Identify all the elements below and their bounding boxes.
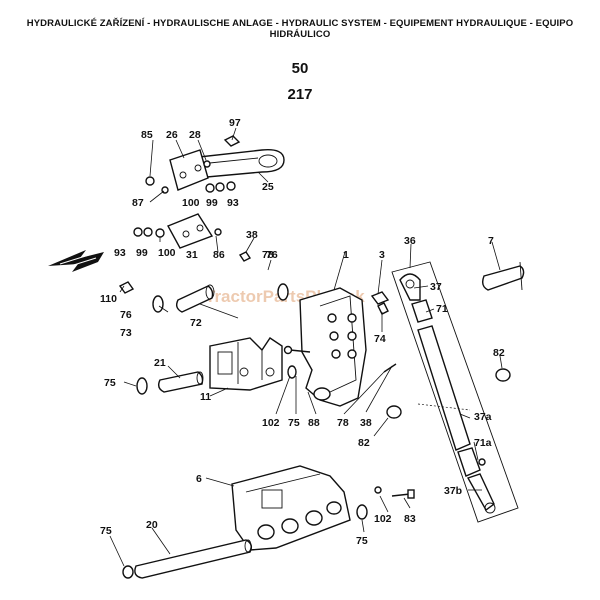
- callout-26: 26: [166, 129, 178, 141]
- part-75-ring-c: [356, 504, 368, 520]
- callout-76: 76: [266, 249, 278, 261]
- part-6-housing: [231, 465, 351, 551]
- callout-76-b: 76: [120, 309, 132, 321]
- callout-85: 85: [141, 129, 153, 141]
- part-21-pin: [157, 371, 204, 393]
- page-title-line1: HYDRAULICKÉ ZAŘÍZENÍ - HYDRAULISCHE ANLA…: [26, 18, 574, 29]
- callout-83: 83: [404, 513, 416, 525]
- callout-75: 75: [104, 377, 116, 389]
- callout-93: 93: [227, 197, 239, 209]
- callout-88: 88: [308, 417, 320, 429]
- page-title-line2: HIDRÁULICO: [269, 29, 331, 40]
- callout-75-d: 75: [100, 525, 112, 537]
- callout-37: 37: [430, 281, 442, 293]
- part-75-ring: [136, 377, 148, 395]
- fastener-group-top: [118, 135, 252, 294]
- callout-21: 21: [154, 357, 166, 369]
- part-82-washer-b: [495, 368, 511, 382]
- callout-20: 20: [146, 519, 158, 531]
- callout-78-b: 78: [337, 417, 349, 429]
- part-25-lever: [189, 149, 285, 179]
- callout-71a: 71a: [474, 437, 492, 449]
- callout-37b: 37b: [444, 485, 462, 497]
- part-31-bracket: [167, 213, 214, 249]
- callout-100-b: 100: [158, 247, 176, 259]
- callout-3: 3: [379, 249, 385, 261]
- callout-99-b: 99: [136, 247, 148, 259]
- leader-lines: [109, 127, 503, 567]
- part-75-ring-d: [122, 565, 134, 579]
- part-76-ring-b: [277, 283, 289, 301]
- callout-37a: 37a: [474, 411, 492, 423]
- page-title: HYDRAULICKÉ ZAŘÍZENÍ - HYDRAULISCHE ANLA…: [0, 18, 600, 40]
- callout-1: 1: [343, 249, 349, 261]
- callout-87: 87: [132, 197, 144, 209]
- direction-arrow-icon: [48, 250, 104, 272]
- callout-6: 6: [196, 473, 202, 485]
- part-72-pin: [175, 284, 215, 313]
- callout-11: 11: [200, 391, 211, 403]
- callout-100: 100: [182, 197, 200, 209]
- callout-7: 7: [488, 235, 494, 247]
- part-82-washer: [386, 405, 402, 419]
- group-number: 50: [291, 60, 309, 77]
- part-20-pin: [134, 539, 253, 579]
- part-102-washer: [374, 486, 382, 494]
- callout-73: 73: [120, 327, 132, 339]
- callout-78: 78: [262, 249, 274, 261]
- callout-97: 97: [229, 117, 241, 129]
- part-1-arm: [299, 287, 367, 407]
- callout-36: 36: [404, 235, 416, 247]
- part-11-housing: [209, 337, 283, 391]
- part-74-fitting: [377, 302, 389, 315]
- callout-71: 71: [436, 303, 448, 315]
- callout-28: 28: [189, 129, 201, 141]
- part-7-link: [481, 261, 525, 291]
- callout-75-b: 75: [288, 417, 300, 429]
- callout-102: 102: [262, 417, 280, 429]
- part-76-ring: [152, 295, 164, 313]
- callout-82: 82: [493, 347, 505, 359]
- part-78-screw: [383, 363, 397, 373]
- part-83-bolt: [391, 489, 415, 499]
- callout-110: 110: [100, 293, 117, 305]
- callout-82-b: 82: [358, 437, 370, 449]
- callout-72: 72: [190, 317, 202, 329]
- callout-labels: 97 85 26 28 25 87 100 99 93 38 78 93 99 …: [100, 117, 505, 547]
- callout-38: 38: [246, 229, 258, 241]
- callout-75-c: 75: [356, 535, 368, 547]
- part-26-bracket: [169, 149, 209, 191]
- callout-99: 99: [206, 197, 218, 209]
- callout-86: 86: [213, 249, 225, 261]
- callout-25: 25: [262, 181, 274, 193]
- part-88-bolt: [283, 345, 311, 379]
- callout-74: 74: [374, 333, 386, 345]
- callout-38-b: 38: [360, 417, 372, 429]
- callout-31: 31: [186, 249, 198, 261]
- part-37-box: [391, 261, 519, 523]
- part-3-fitting: [370, 291, 390, 305]
- page-number: 217: [287, 86, 313, 103]
- callout-102-b: 102: [374, 513, 392, 525]
- part-37-hydraulic-cylinder: [399, 273, 496, 514]
- callout-93-b: 93: [114, 247, 126, 259]
